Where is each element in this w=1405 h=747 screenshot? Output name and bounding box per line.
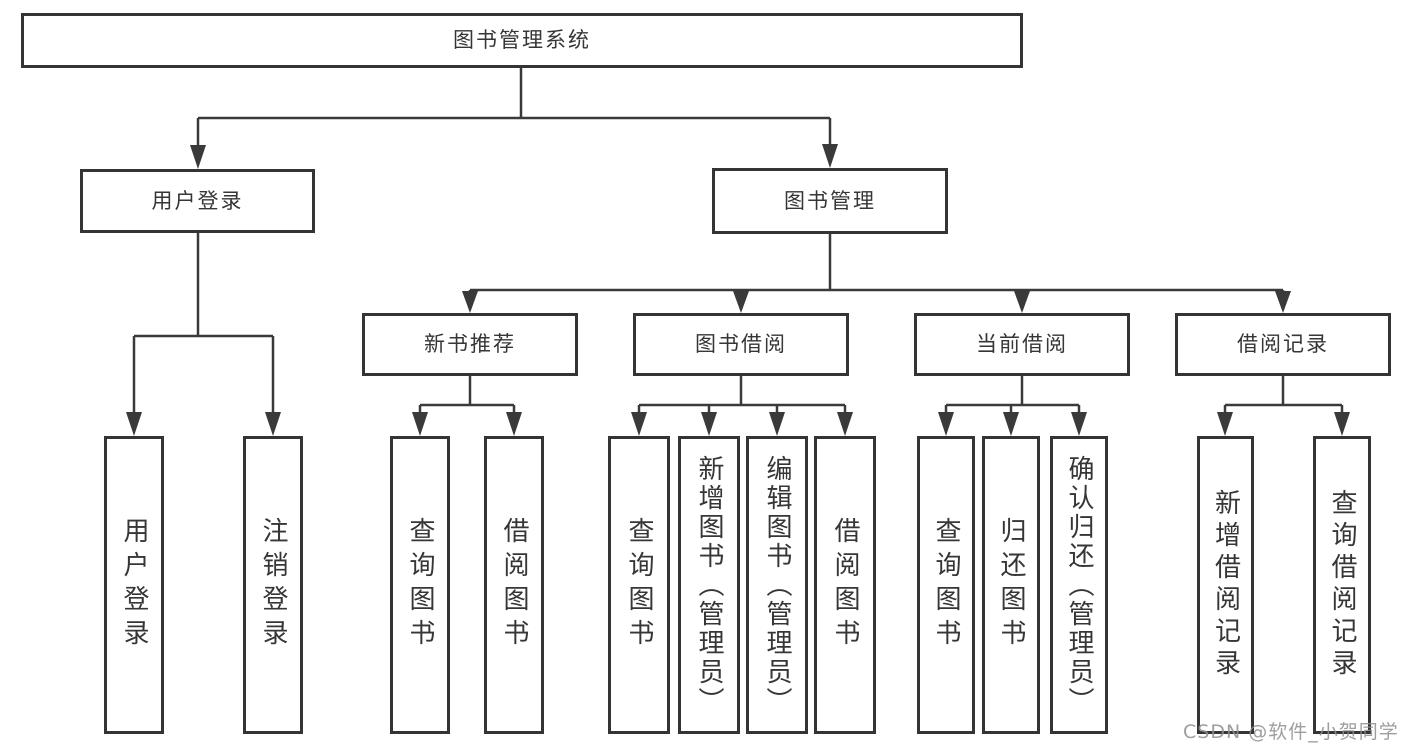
node-leaf-borrow-query-books: 查询图书	[608, 436, 670, 734]
node-leaf-current-confirm-return-admin: 确认归还（管理员）	[1050, 436, 1108, 734]
node-leaf-current-return-books: 归还图书	[982, 436, 1040, 734]
node-label: 新增图书（管理员）	[694, 454, 724, 716]
node-leaf-borrow-borrow-books: 借阅图书	[814, 436, 876, 734]
node-leaf-borrow-add-books-admin: 新增图书（管理员）	[678, 436, 740, 734]
node-label: 编辑图书（管理员）	[762, 454, 792, 716]
arrowheads	[126, 144, 1350, 436]
node-current-borrow: 当前借阅	[914, 313, 1130, 376]
node-new-book-recommend: 新书推荐	[362, 313, 578, 376]
node-book-borrow: 图书借阅	[633, 313, 849, 376]
node-label: 查询图书	[624, 517, 654, 653]
node-label: 图书管理系统	[453, 28, 591, 52]
node-label: 注销登录	[258, 517, 288, 653]
node-leaf-user-login: 用户登录	[104, 436, 164, 734]
node-book-management: 图书管理	[712, 168, 948, 234]
node-label: 归还图书	[996, 517, 1026, 653]
node-label: 新书推荐	[424, 332, 516, 356]
node-leaf-add-borrow-record: 新增借阅记录	[1197, 436, 1254, 734]
node-leaf-recommend-query-books: 查询图书	[390, 436, 450, 734]
node-label: 查询图书	[931, 517, 961, 653]
node-label: 确认归还（管理员）	[1064, 454, 1094, 716]
node-label: 查询借阅记录	[1327, 489, 1357, 681]
node-user-login: 用户登录	[80, 169, 315, 233]
node-label: 当前借阅	[976, 332, 1068, 356]
node-leaf-current-query-books: 查询图书	[917, 436, 975, 734]
node-label: 用户登录	[151, 188, 244, 213]
node-label: 图书借阅	[695, 332, 787, 356]
node-leaf-borrow-edit-books-admin: 编辑图书（管理员）	[746, 436, 808, 734]
node-label: 借阅记录	[1237, 332, 1329, 356]
node-label: 用户登录	[119, 517, 149, 653]
node-leaf-recommend-borrow-books: 借阅图书	[484, 436, 544, 734]
csdn-watermark: CSDN @软件_小贺同学	[1183, 721, 1399, 743]
node-leaf-logout: 注销登录	[243, 436, 303, 734]
node-root-library-system: 图书管理系统	[21, 13, 1023, 68]
node-leaf-query-borrow-record: 查询借阅记录	[1313, 436, 1371, 734]
node-borrow-records: 借阅记录	[1175, 313, 1391, 376]
node-label: 新增借阅记录	[1210, 489, 1241, 681]
node-label: 查询图书	[405, 517, 435, 653]
node-label: 图书管理	[784, 188, 876, 213]
node-label: 借阅图书	[830, 517, 860, 653]
node-label: 借阅图书	[499, 517, 529, 653]
